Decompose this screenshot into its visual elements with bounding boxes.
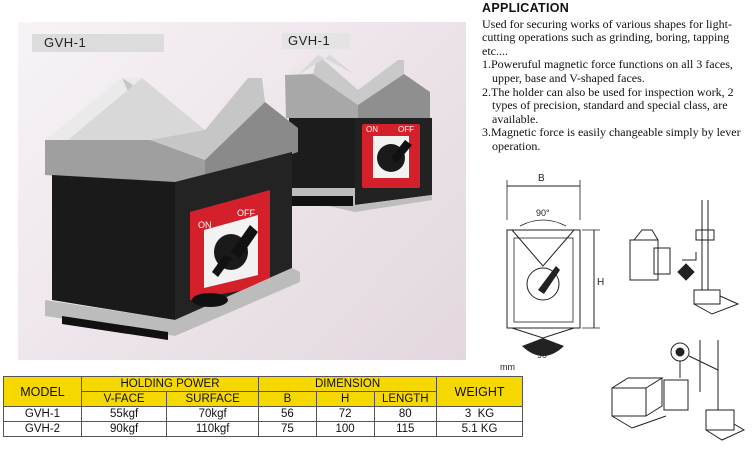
unit-label: mm [500,362,515,372]
application-sketch-measurement [611,340,746,441]
small-v-block: ON OFF [285,55,432,212]
dimension-drawing: B 90° H 90° mm [500,173,746,441]
header-model: MODEL [3,376,82,407]
cell-h: 72 [315,406,375,422]
application-section: APPLICATION Used for securing works of v… [482,1,752,154]
dimension-h-label: H [597,277,604,288]
header-holding-power: HOLDING POWER [80,376,260,392]
cell-weight: 5.1 KG [436,421,523,437]
bottom-angle-label: 90° [537,350,551,360]
application-point-2: 2.The holder can also be used for inspec… [482,84,734,126]
cell-h: 100 [315,421,375,437]
cell-b: 56 [258,406,317,422]
application-point-3: 3.Magnetic force is easily changeable si… [482,125,741,153]
cell-length: 115 [373,421,438,437]
cell-length: 80 [373,406,438,422]
header-surface: SURFACE [166,391,260,407]
cell-surface: 70kgf [166,406,260,422]
table-row: GVH-2 90kgf 110kgf 75 100 115 5.1 KG [3,421,523,437]
cell-weight: 3 KG [436,406,523,422]
large-switch-off-label: OFF [237,208,255,218]
large-switch-on-label: ON [198,220,212,230]
application-intro: Used for securing works of various shape… [482,16,732,58]
cell-surface: 110kgf [166,421,260,437]
label-large-holder: GVH-1 [32,34,164,52]
technical-diagrams: B 90° H 90° mm [482,160,752,450]
header-length: LENGTH [373,391,438,407]
header-weight: WEIGHT [436,376,523,407]
small-switch-on-label: ON [366,125,378,134]
v-block-illustration: ON OFF ON OFF [45,55,432,340]
specification-table: MODEL HOLDING POWER DIMENSION WEIGHT V-F… [3,376,523,437]
label-small-holder: GVH-1 [282,33,350,49]
cell-b: 75 [258,421,317,437]
cell-v-face: 55kgf [80,406,168,422]
large-v-block: ON OFF [45,78,300,340]
application-heading: APPLICATION [482,1,570,15]
header-v-face: V-FACE [80,391,168,407]
header-b: B [258,391,317,407]
product-photo: GVH-1 GVH-1 ON OFF [18,22,466,360]
dimension-b-label: B [538,173,545,184]
cell-model: GVH-1 [3,406,82,422]
header-h: H [315,391,375,407]
application-sketch-inspection [629,200,740,315]
cell-v-face: 90kgf [80,421,168,437]
application-point-1: 1.Poweruful magnetic force functions on … [482,57,733,85]
cell-model: GVH-2 [3,421,82,437]
table-row: GVH-1 55kgf 70kgf 56 72 80 3 KG [3,406,523,422]
top-angle-label: 90° [536,208,550,218]
header-dimension: DIMENSION [258,376,438,392]
small-switch-off-label: OFF [398,125,414,134]
